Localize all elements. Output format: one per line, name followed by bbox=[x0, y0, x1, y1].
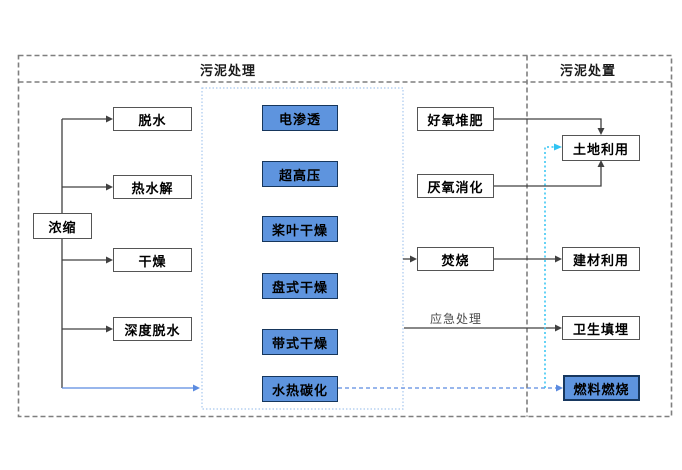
emergency-edge-label: 应急处理 bbox=[430, 312, 483, 326]
node-daishiganzao: 带式干燥 bbox=[262, 329, 338, 355]
arrowhead-tudi-top bbox=[597, 128, 605, 135]
node-jiangyeganzao: 桨叶干燥 bbox=[262, 216, 338, 242]
node-jiancailiyong: 建材利用 bbox=[562, 247, 640, 271]
haoyang-to-tudi-line bbox=[494, 118, 602, 128]
node-fenshao: 焚烧 bbox=[417, 247, 494, 271]
arrowhead-reshuijie bbox=[106, 183, 113, 191]
node-tudiliyong: 土地利用 bbox=[562, 135, 640, 161]
node-tuoshui: 脱水 bbox=[113, 107, 192, 131]
arrowhead-tudi-bottom bbox=[597, 160, 605, 167]
arrowhead-ranliao bbox=[556, 384, 563, 392]
arrowhead-tuoshui bbox=[106, 115, 113, 123]
arrowhead-tudi-cyan bbox=[554, 143, 562, 151]
section-title-treatment: 污泥处理 bbox=[199, 63, 256, 78]
node-nongsuo: 浓缩 bbox=[33, 213, 92, 239]
arrowhead-fenshao bbox=[410, 255, 417, 263]
node-ganzao: 干燥 bbox=[113, 248, 192, 272]
node-yanyangxiaohua: 厌氧消化 bbox=[417, 174, 494, 198]
node-weishengtianmai: 卫生填埋 bbox=[562, 316, 640, 340]
ranliao-branch-to-tudi-dotted-line bbox=[544, 146, 554, 388]
yanyang-to-tudi-line bbox=[494, 167, 602, 187]
node-haoyangduifei: 好氧堆肥 bbox=[417, 107, 494, 131]
black-arrowheads bbox=[106, 115, 605, 333]
section-title-disposal: 污泥处置 bbox=[559, 63, 616, 78]
node-ranliaoranshao: 燃料燃烧 bbox=[563, 375, 640, 401]
arrowhead-weisheng bbox=[555, 324, 562, 332]
black-connectors bbox=[61, 118, 602, 388]
node-dianshentou: 电渗透 bbox=[262, 105, 338, 131]
arrowhead-ganzao bbox=[106, 256, 113, 264]
node-panshiganzao: 盘式干燥 bbox=[262, 273, 338, 299]
node-shuiretanhua: 水热碳化 bbox=[262, 376, 338, 402]
arrowhead-shuire-blue bbox=[193, 384, 200, 392]
node-chaogaoya: 超高压 bbox=[262, 161, 338, 187]
treatment-group-dotted-frame bbox=[201, 87, 404, 410]
arrowhead-jiancai bbox=[555, 255, 562, 263]
node-shendutuoshui: 深度脱水 bbox=[113, 317, 192, 341]
node-reshuijie: 热水解 bbox=[113, 175, 192, 199]
arrowhead-shendutuoshui bbox=[106, 325, 113, 333]
outer-dashed-frame bbox=[17, 54, 673, 418]
